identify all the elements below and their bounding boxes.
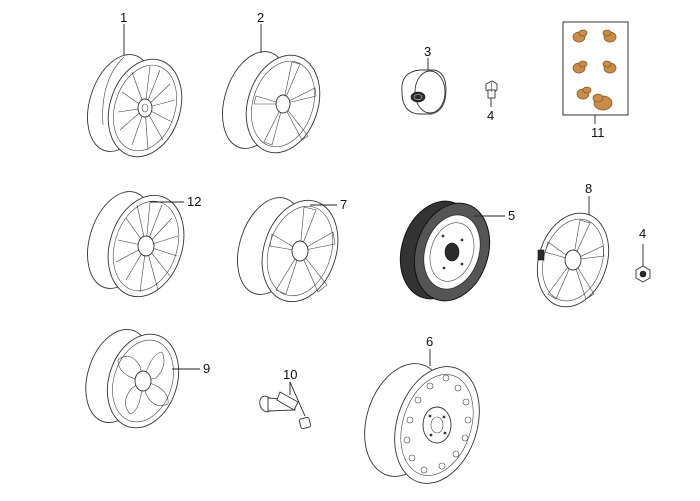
part-12-alloy-wheel[interactable]	[76, 183, 196, 306]
callout-10: 9	[203, 361, 210, 376]
callout-5: 5	[508, 208, 515, 223]
kit-nut	[572, 60, 588, 74]
callout-1: 1	[120, 10, 127, 25]
leader-11b	[289, 381, 306, 417]
callout-3: 3	[424, 44, 431, 59]
callout-2: 2	[257, 10, 264, 25]
kit-nut	[576, 86, 592, 100]
callout-4a: 4	[487, 108, 494, 123]
ventilation-holes	[403, 374, 472, 474]
callout-7: 7	[340, 197, 347, 212]
part-3-center-cap[interactable]	[401, 69, 447, 115]
part-7-alloy-wheel[interactable]	[226, 189, 350, 311]
callout-11: 10	[283, 367, 297, 382]
callout-12: 12	[187, 194, 201, 209]
part-10-alloy-wheel[interactable]	[75, 321, 191, 437]
part-2-alloy-wheel[interactable]	[211, 43, 332, 162]
part-4-lug-nut-right[interactable]	[635, 265, 651, 283]
valve-cutout	[537, 249, 545, 261]
callout-9: 11	[591, 125, 605, 140]
kit-nut	[572, 29, 588, 43]
kit-box	[562, 21, 629, 116]
part-6-steel-wheel[interactable]	[351, 353, 494, 494]
callout-4b: 4	[639, 226, 646, 241]
callout-6: 6	[426, 334, 433, 349]
part-9-locking-nut-kit[interactable]	[562, 21, 629, 116]
part-5-spare-wheel[interactable]	[388, 191, 501, 310]
kit-nut	[602, 29, 617, 43]
part-1-alloy-wheel[interactable]	[76, 46, 194, 166]
part-11-tire-valve[interactable]	[258, 391, 312, 430]
part-8-wheel-cover[interactable]	[526, 204, 620, 316]
callout-8: 8	[585, 181, 592, 196]
kit-key	[592, 93, 613, 111]
kit-nut	[602, 60, 617, 74]
part-4-lug-nut-top[interactable]	[485, 80, 498, 99]
